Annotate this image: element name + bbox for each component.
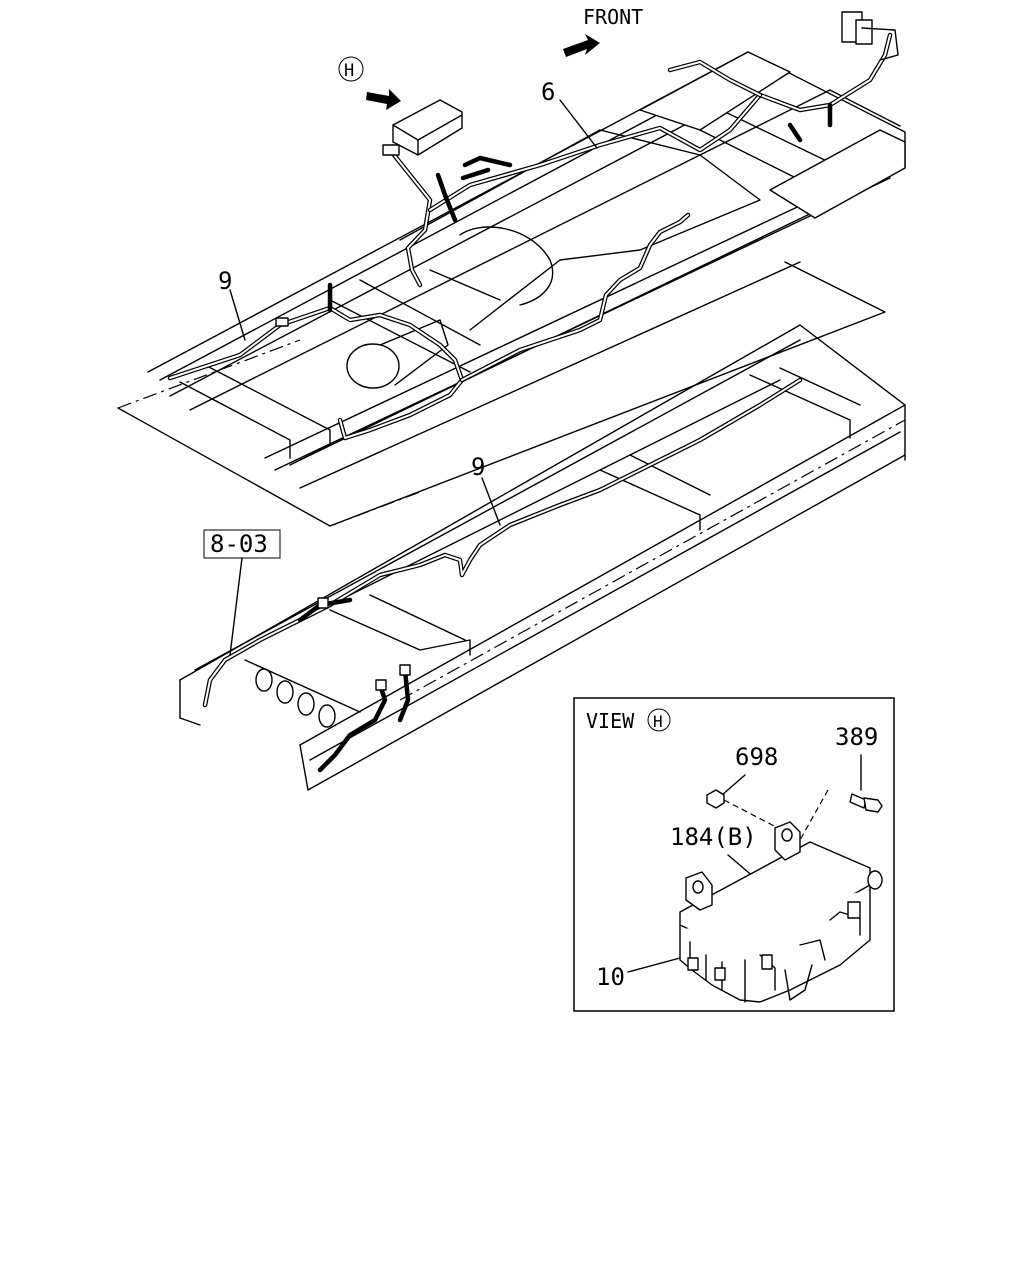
upper-crossmember-rear [204,364,331,466]
part-label-389: 389 [835,723,878,751]
part-label-10: 10 [596,963,625,991]
view-h-arrow-icon [366,89,401,110]
inset-frame [573,697,895,1012]
upper-frame-rail-outer [147,51,906,461]
label-9-lower: 9 [471,453,485,481]
front-plate [639,51,791,131]
upper-sheet-outline [117,261,886,527]
bolt-389-icon [849,793,883,813]
label-6-leader [559,99,598,149]
muffler-shape [346,343,400,389]
view-h-circle-icon [338,56,364,82]
ref-8-03-label: 8-03 [210,530,268,558]
lower-crossmember-3 [749,374,851,439]
tail-lamp-holes [244,659,361,728]
front-direction-indicator: FRONT [563,5,643,57]
lower-chassis-section: 9 8-03 [179,324,906,791]
upper-chassis-section: 6 9 [117,11,906,527]
part-label-184b: 184(B) [670,823,757,851]
view-h-inset: VIEW H 698 389 184(B) [573,697,895,1012]
nut-698-icon [706,789,725,809]
front-label: FRONT [583,5,643,29]
label-9-upper: 9 [218,267,232,295]
harness-end-connector [841,11,899,61]
harness-9-lower-branch [317,682,388,773]
lower-frame-rail-outer [179,324,906,681]
inset-view-letter: H [653,712,663,731]
view-h-callout: H [338,56,401,110]
ref-8-03-leader [229,557,243,656]
label-9-lower-leader [481,477,501,526]
inset-view-circle-icon [647,708,671,732]
front-arrow-icon [563,34,600,57]
fuse-box-10 [679,821,883,1003]
view-h-letter: H [344,61,354,81]
label-9-upper-leader [229,289,246,341]
fuel-tank-shape [399,129,761,331]
part-label-698: 698 [735,743,778,771]
fuse-box-mounted [382,99,463,156]
inset-title: VIEW [586,709,635,733]
harness-9-lower [202,377,803,708]
label-6: 6 [541,78,555,106]
lower-crossmember-2 [599,469,701,531]
lower-crossmember-1 [329,609,471,656]
harness-6-left-branch [387,147,433,288]
